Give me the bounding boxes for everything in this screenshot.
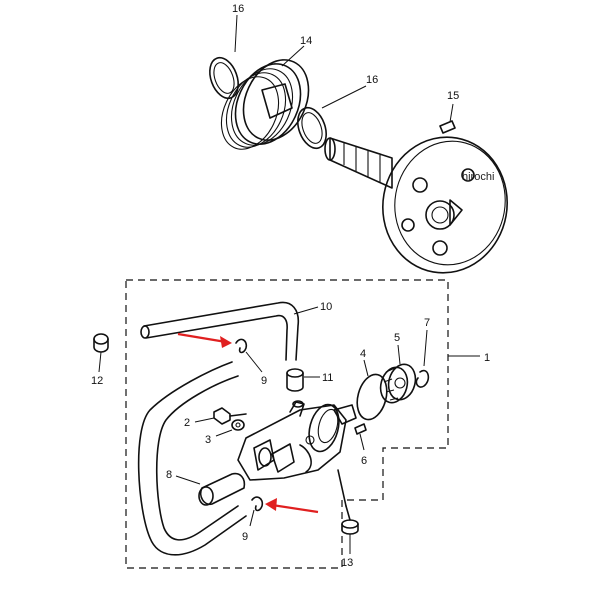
label-part-5: 5: [394, 332, 400, 344]
label-part-1: 1: [484, 352, 490, 364]
oil-pump-body: [237, 400, 357, 481]
o-ring-4: [356, 359, 388, 421]
label-part-7: 7: [424, 317, 430, 329]
highlight-arrow-lower: [265, 498, 319, 514]
pin-6: [354, 423, 367, 451]
crankshaft-assembly: [324, 136, 508, 274]
pipe-10: [140, 301, 319, 361]
label-part-4: 4: [360, 348, 366, 360]
circlip-16-upper: [209, 14, 239, 100]
collar-11: [286, 368, 320, 392]
label-part-16a: 16: [232, 3, 244, 15]
label-part-6: 6: [361, 455, 367, 467]
watermark: hirochi: [462, 171, 494, 183]
label-part-10: 10: [320, 301, 332, 313]
screw-2: [194, 407, 247, 425]
label-part-14: 14: [300, 35, 312, 47]
collar-12: [93, 333, 109, 373]
label-part-9a: 9: [261, 375, 267, 387]
screw-13: [337, 469, 359, 554]
label-part-12: 12: [91, 375, 103, 387]
washer-3: [215, 419, 245, 437]
assembly-boundary: [125, 279, 449, 569]
label-part-3: 3: [205, 434, 211, 446]
hose-clip-9-upper: [235, 338, 263, 373]
label-part-8: 8: [166, 469, 172, 481]
circlip-16-middle: [297, 85, 367, 150]
label-part-15: 15: [447, 90, 459, 102]
pulley-14: [220, 45, 310, 150]
label-part-2: 2: [184, 417, 190, 429]
label-part-16b: 16: [366, 74, 378, 86]
circlip-7: [415, 329, 430, 388]
label-part-9b: 9: [242, 531, 248, 543]
hose-clip-9-lower: [249, 496, 264, 527]
pin-15: [439, 103, 456, 134]
label-part-11: 11: [322, 372, 333, 384]
gear-5: [379, 344, 417, 404]
highlight-arrow-upper: [177, 332, 232, 348]
label-part-13: 13: [341, 557, 353, 569]
hose-8: [137, 361, 247, 556]
